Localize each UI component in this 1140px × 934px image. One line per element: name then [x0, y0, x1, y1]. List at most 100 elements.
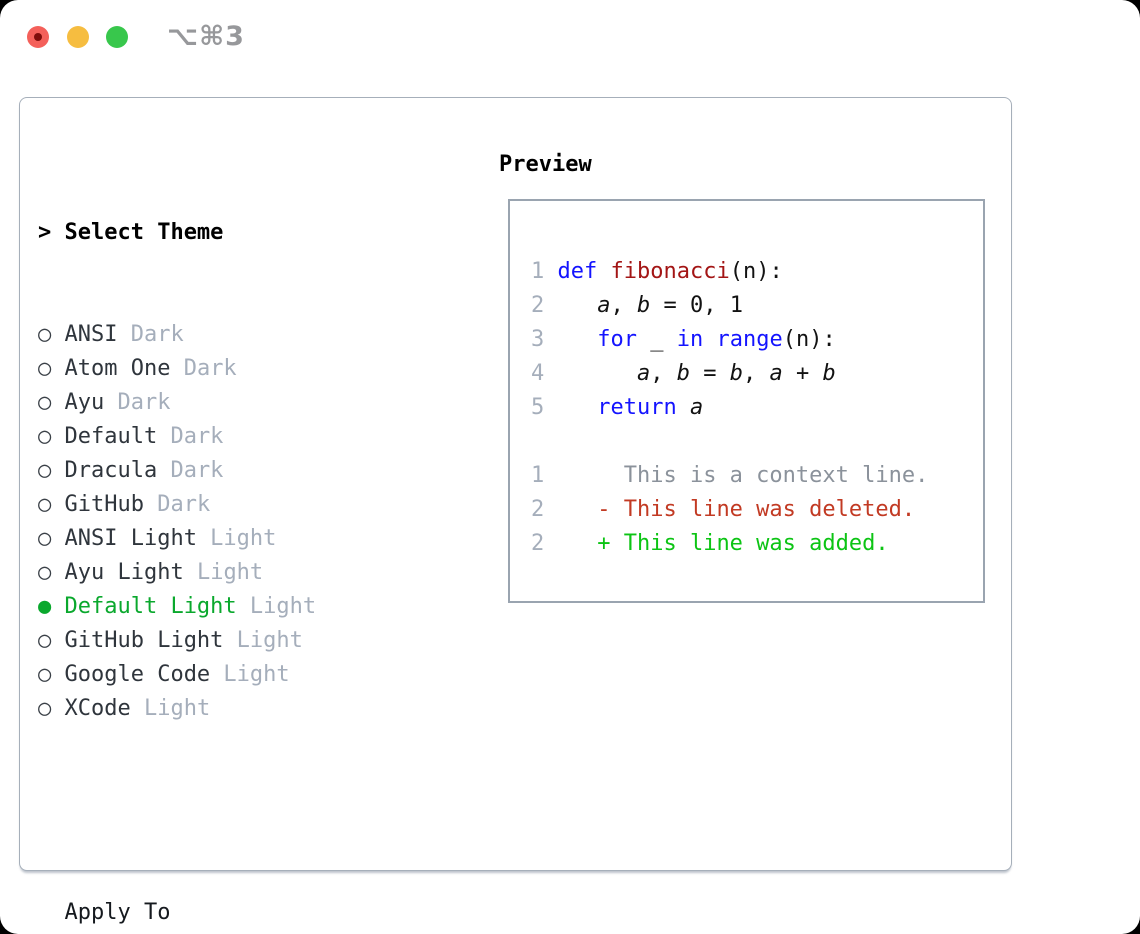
theme-option-default-dark[interactable]: ○Default Dark — [38, 420, 409, 454]
token-kw: range — [716, 327, 783, 352]
theme-variant: Light — [196, 526, 277, 551]
theme-option-github-dark[interactable]: ○GitHub Dark — [38, 488, 409, 522]
token-kw: def — [557, 259, 598, 284]
theme-option-ansi-light-light[interactable]: ○ANSI Light Light — [38, 522, 409, 556]
theme-variant: Light — [130, 696, 211, 721]
apply-to-header: Apply To — [64, 900, 171, 925]
token-ln: 1 — [531, 259, 545, 284]
theme-variant: Dark — [104, 390, 171, 415]
token-ln: 2 — [531, 293, 545, 318]
theme-option-default-light-light[interactable]: ● Default Light Light — [38, 590, 409, 624]
theme-option-atom-one-dark[interactable]: ○Atom One Dark — [38, 352, 409, 386]
theme-picker-panel: >Select Theme ○ANSI Dark○Atom One Dark○A… — [19, 97, 1012, 925]
token-ln: 2 — [531, 531, 545, 556]
code-line: 1 This is a context line. — [531, 459, 983, 493]
token-pl — [544, 497, 597, 522]
token-var: a — [597, 293, 611, 318]
zoom-button-icon[interactable] — [106, 26, 128, 48]
theme-list-column: >Select Theme ○ANSI Dark○Atom One Dark○A… — [38, 148, 409, 934]
code-line: 2 - This line was deleted. — [531, 493, 983, 527]
token-kw: for — [597, 327, 637, 352]
prompt-icon: > — [38, 220, 52, 245]
token-pl: (n): — [729, 259, 783, 284]
token-add: + This line was added. — [597, 531, 889, 556]
code-line: 2 + This line was added. — [531, 527, 983, 561]
theme-option-label: Default Light — [64, 594, 237, 619]
radio-unselected-icon: ○ — [38, 458, 52, 483]
radio-unselected-icon: ○ — [38, 424, 52, 449]
token-pl: = — [689, 361, 730, 386]
theme-variant: Dark — [170, 356, 237, 381]
token-ln: 5 — [531, 395, 545, 420]
theme-option-label: GitHub Light — [64, 628, 224, 653]
radio-unselected-icon: ○ — [38, 628, 52, 653]
theme-variant: Light — [236, 594, 317, 619]
token-pl: _ — [636, 327, 677, 352]
token-pl — [597, 259, 610, 284]
token-pl — [677, 395, 690, 420]
preview-header: Preview — [499, 152, 592, 177]
token-pl: , — [610, 293, 637, 318]
radio-unselected-icon: ○ — [38, 390, 52, 415]
code-blank-line — [531, 425, 983, 459]
radio-selected-icon: ● — [38, 594, 52, 619]
token-pl — [544, 293, 597, 318]
token-pl: , — [650, 361, 677, 386]
theme-option-xcode-light[interactable]: ○XCode Light — [38, 692, 409, 726]
token-pl — [544, 395, 597, 420]
select-theme-header-label: Select Theme — [64, 220, 224, 245]
code-line: 5 return a — [531, 391, 983, 425]
theme-option-label: Dracula — [64, 458, 158, 483]
token-ln: 3 — [531, 327, 545, 352]
code-line: 1 def fibonacci(n): — [531, 255, 983, 289]
theme-option-google-code-light[interactable]: ○ Google Code Light — [38, 658, 409, 692]
theme-variant: Light — [183, 560, 264, 585]
theme-option-label: Ayu — [64, 390, 105, 415]
radio-unselected-icon: ○ — [38, 560, 52, 585]
window-title-shortcut: ⌥⌘3 — [167, 21, 245, 52]
theme-variant: Dark — [117, 322, 184, 347]
theme-option-ayu-light-light[interactable]: ○ Ayu Light Light — [38, 556, 409, 590]
theme-option-label: Ayu Light — [64, 560, 184, 585]
theme-variant: Dark — [157, 458, 224, 483]
spacer-row — [38, 794, 409, 828]
token-pl — [544, 531, 597, 556]
theme-option-ansi-dark[interactable]: ○ ANSI Dark — [38, 318, 409, 352]
token-pl: = 0, 1 — [650, 293, 743, 318]
theme-option-label: Google Code — [64, 662, 211, 687]
token-pl — [703, 327, 716, 352]
token-pl — [544, 259, 557, 284]
theme-option-label: ANSI Light — [64, 526, 197, 551]
theme-option-dracula-dark[interactable]: ○ Dracula Dark — [38, 454, 409, 488]
token-kw: in — [676, 327, 704, 352]
close-button-icon[interactable] — [27, 26, 49, 48]
theme-variant: Light — [210, 662, 290, 687]
token-var: a — [689, 395, 704, 420]
radio-unselected-icon: ○ — [38, 322, 52, 347]
token-pl: , — [742, 361, 770, 386]
token-kw: return — [597, 395, 677, 420]
theme-variant: Dark — [143, 492, 211, 517]
minimize-button-icon[interactable] — [67, 26, 89, 48]
theme-variant: Light — [223, 628, 303, 653]
token-pl — [544, 327, 597, 352]
token-fn: fibonacci — [610, 259, 730, 284]
code-line: 3 for _ in range(n): — [531, 323, 983, 357]
token-pl: + — [782, 361, 823, 386]
token-ln: 4 — [531, 361, 545, 386]
radio-unselected-icon: ○ — [38, 662, 52, 687]
theme-option-label: Default — [64, 424, 158, 449]
theme-option-label: XCode — [64, 696, 131, 721]
code-line: 4 a, b = b, a + b — [531, 357, 983, 391]
code-line: 2 a, b = 0, 1 — [531, 289, 983, 323]
token-del: - This line was deleted. — [597, 497, 916, 522]
token-ln: 1 — [531, 463, 545, 488]
theme-list: ○ANSI Dark○Atom One Dark○Ayu Dark○Defaul… — [38, 318, 409, 726]
theme-option-github-light-light[interactable]: ○ GitHub Light Light — [38, 624, 409, 658]
theme-option-ayu-dark[interactable]: ○ Ayu Dark — [38, 386, 409, 420]
token-var: b — [822, 361, 836, 386]
token-var: b — [636, 293, 651, 318]
theme-option-label: ANSI — [64, 322, 118, 347]
